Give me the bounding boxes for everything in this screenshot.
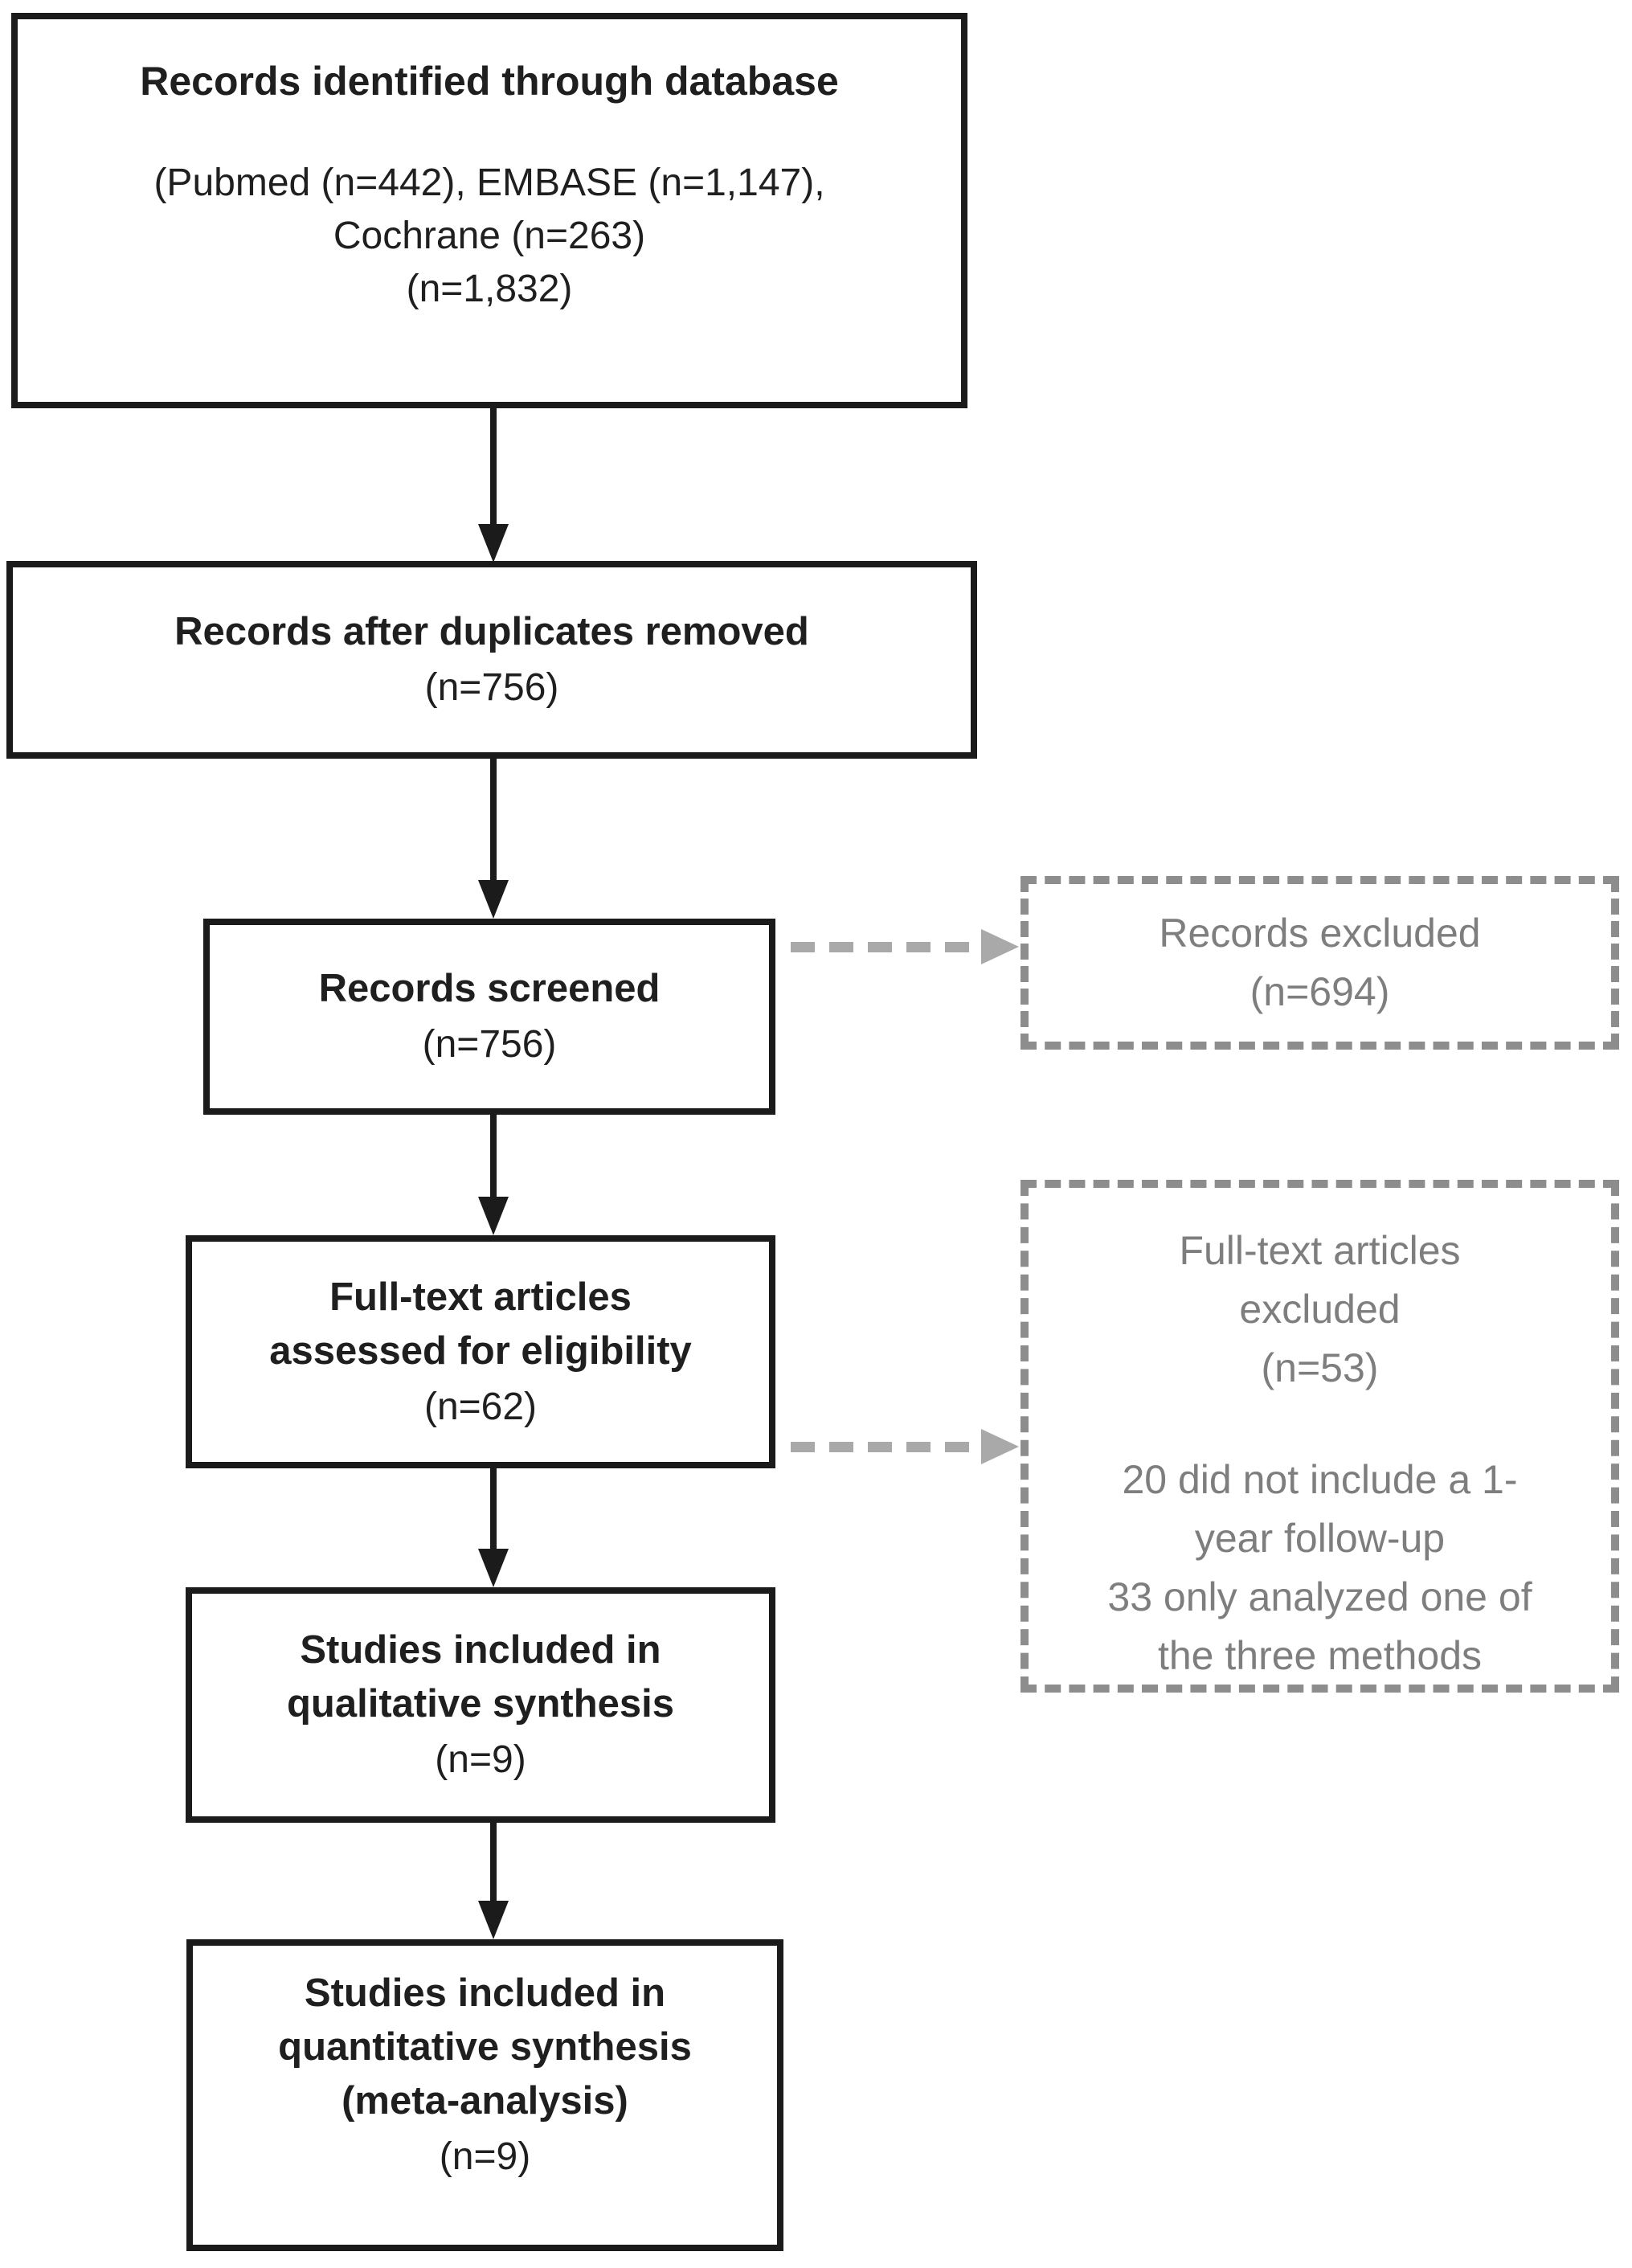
flow-arrow-identified-to-dedup-line [490,407,497,527]
flow-arrow-dedup-to-screened-line [490,755,497,882]
duplicates-removed-count: (n=756) [424,666,559,709]
records-identified-title: Records identified through database [140,59,839,104]
fulltext-assessed-count: (n=62) [423,1385,538,1428]
qualitative-synthesis-count: (n=9) [435,1738,526,1781]
quantitative-synthesis-count: (n=9) [439,2135,531,2178]
exclusion-arrow-screened-head-icon [981,929,1019,964]
flow-arrow-fulltext-to-qualitative-head-icon [478,1549,509,1587]
flow-arrow-screened-to-fulltext-line [490,1113,497,1198]
box-duplicates-removed: Records after duplicates removed (n=756) [6,561,977,759]
records-excluded-text: Records excluded(n=694) [1159,911,1481,1014]
flow-arrow-qualitative-to-quantitative-head-icon [478,1901,509,1939]
flow-arrow-fulltext-to-qualitative-line [490,1467,497,1550]
flow-arrow-qualitative-to-quantitative-line [490,1820,497,1902]
box-records-excluded: Records excluded(n=694) [1021,876,1619,1050]
flow-arrow-identified-to-dedup-head-icon [478,524,509,563]
flow-arrow-dedup-to-screened-head-icon [478,880,509,919]
exclusion-arrow-fulltext-line [791,1442,981,1452]
records-identified-detail: (Pubmed (n=442), EMBASE (n=1,147),Cochra… [153,162,825,310]
box-records-screened: Records screened (n=756) [203,919,775,1115]
duplicates-removed-title: Records after duplicates removed [174,610,809,653]
flow-arrow-screened-to-fulltext-head-icon [478,1197,509,1235]
box-records-identified: Records identified through database (Pub… [11,13,967,408]
records-screened-title: Records screened [318,967,661,1010]
records-screened-count: (n=756) [422,1023,557,1066]
exclusion-arrow-fulltext-head-icon [981,1429,1019,1464]
exclusion-arrow-screened-line [791,942,981,952]
